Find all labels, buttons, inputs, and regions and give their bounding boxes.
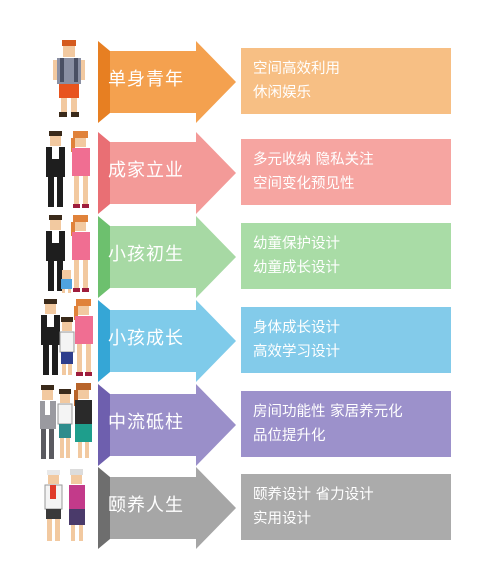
family-with-child-figure <box>41 299 93 376</box>
arrow-body <box>110 216 236 298</box>
arrow-body <box>110 300 236 382</box>
stage-row-mid-life: 中流砥柱 房间功能性 家居养元化 品位提升化 <box>0 380 500 470</box>
stage-arrow <box>98 132 236 214</box>
stage-description-box: 房间功能性 家居养元化 品位提升化 <box>241 391 451 457</box>
arrow-shadow <box>98 384 110 466</box>
description-line: 多元收纳 隐私关注 <box>253 152 374 168</box>
elderly-couple-figure <box>44 469 85 541</box>
description-line: 品位提升化 <box>253 428 326 444</box>
stage-description-box: 幼童保护设计 幼童成长设计 <box>241 223 451 289</box>
description-line: 空间高效利用 <box>253 61 340 77</box>
description-line: 幼童保护设计 <box>253 236 340 252</box>
stage-arrow <box>98 41 236 123</box>
arrow-shadow <box>98 216 110 298</box>
stage-label: 中流砥柱 <box>108 412 184 433</box>
stage-label: 单身青年 <box>108 69 184 90</box>
arrow-body <box>110 467 236 549</box>
stage-arrow <box>98 384 236 466</box>
stage-row-newborn: 小孩初生 幼童保护设计 幼童成长设计 <box>0 212 500 302</box>
single-person-figure <box>53 40 85 117</box>
description-line: 颐养设计 省力设计 <box>253 487 374 503</box>
description-line: 实用设计 <box>253 511 311 527</box>
stage-label: 小孩成长 <box>108 328 184 349</box>
description-line: 高效学习设计 <box>253 344 340 360</box>
description-line: 空间变化预见性 <box>253 176 355 192</box>
stage-arrow <box>98 216 236 298</box>
stage-description-box: 颐养设计 省力设计 实用设计 <box>241 474 451 540</box>
stage-arrow <box>98 300 236 382</box>
family-with-teen-figure <box>40 383 92 459</box>
arrow-shadow <box>98 41 110 123</box>
stage-arrow <box>98 467 236 549</box>
family-with-baby-figure <box>46 215 90 293</box>
stage-label: 颐养人生 <box>108 495 184 516</box>
arrow-shadow <box>98 300 110 382</box>
arrow-shadow <box>98 132 110 214</box>
stage-row-single-youth: 单身青年 空间高效利用 休闲娱乐 <box>0 37 500 127</box>
arrow-shadow <box>98 467 110 549</box>
description-line: 休闲娱乐 <box>253 85 311 101</box>
stage-label: 成家立业 <box>108 160 184 181</box>
stage-row-family: 成家立业 多元收纳 隐私关注 空间变化预见性 <box>0 128 500 218</box>
arrow-body <box>110 132 236 214</box>
description-line: 幼童成长设计 <box>253 260 340 276</box>
description-line: 身体成长设计 <box>253 320 340 336</box>
stage-description-box: 多元收纳 隐私关注 空间变化预见性 <box>241 139 451 205</box>
stage-label: 小孩初生 <box>108 244 184 265</box>
arrow-body <box>110 41 236 123</box>
stage-description-box: 身体成长设计 高效学习设计 <box>241 307 451 373</box>
stage-description-box: 空间高效利用 休闲娱乐 <box>241 48 451 114</box>
arrow-body <box>110 384 236 466</box>
stage-row-retirement: 颐养人生 颐养设计 省力设计 实用设计 <box>0 463 500 553</box>
description-line: 房间功能性 家居养元化 <box>253 404 403 420</box>
couple-figure <box>46 131 90 208</box>
stage-row-child-growth: 小孩成长 身体成长设计 高效学习设计 <box>0 296 500 386</box>
